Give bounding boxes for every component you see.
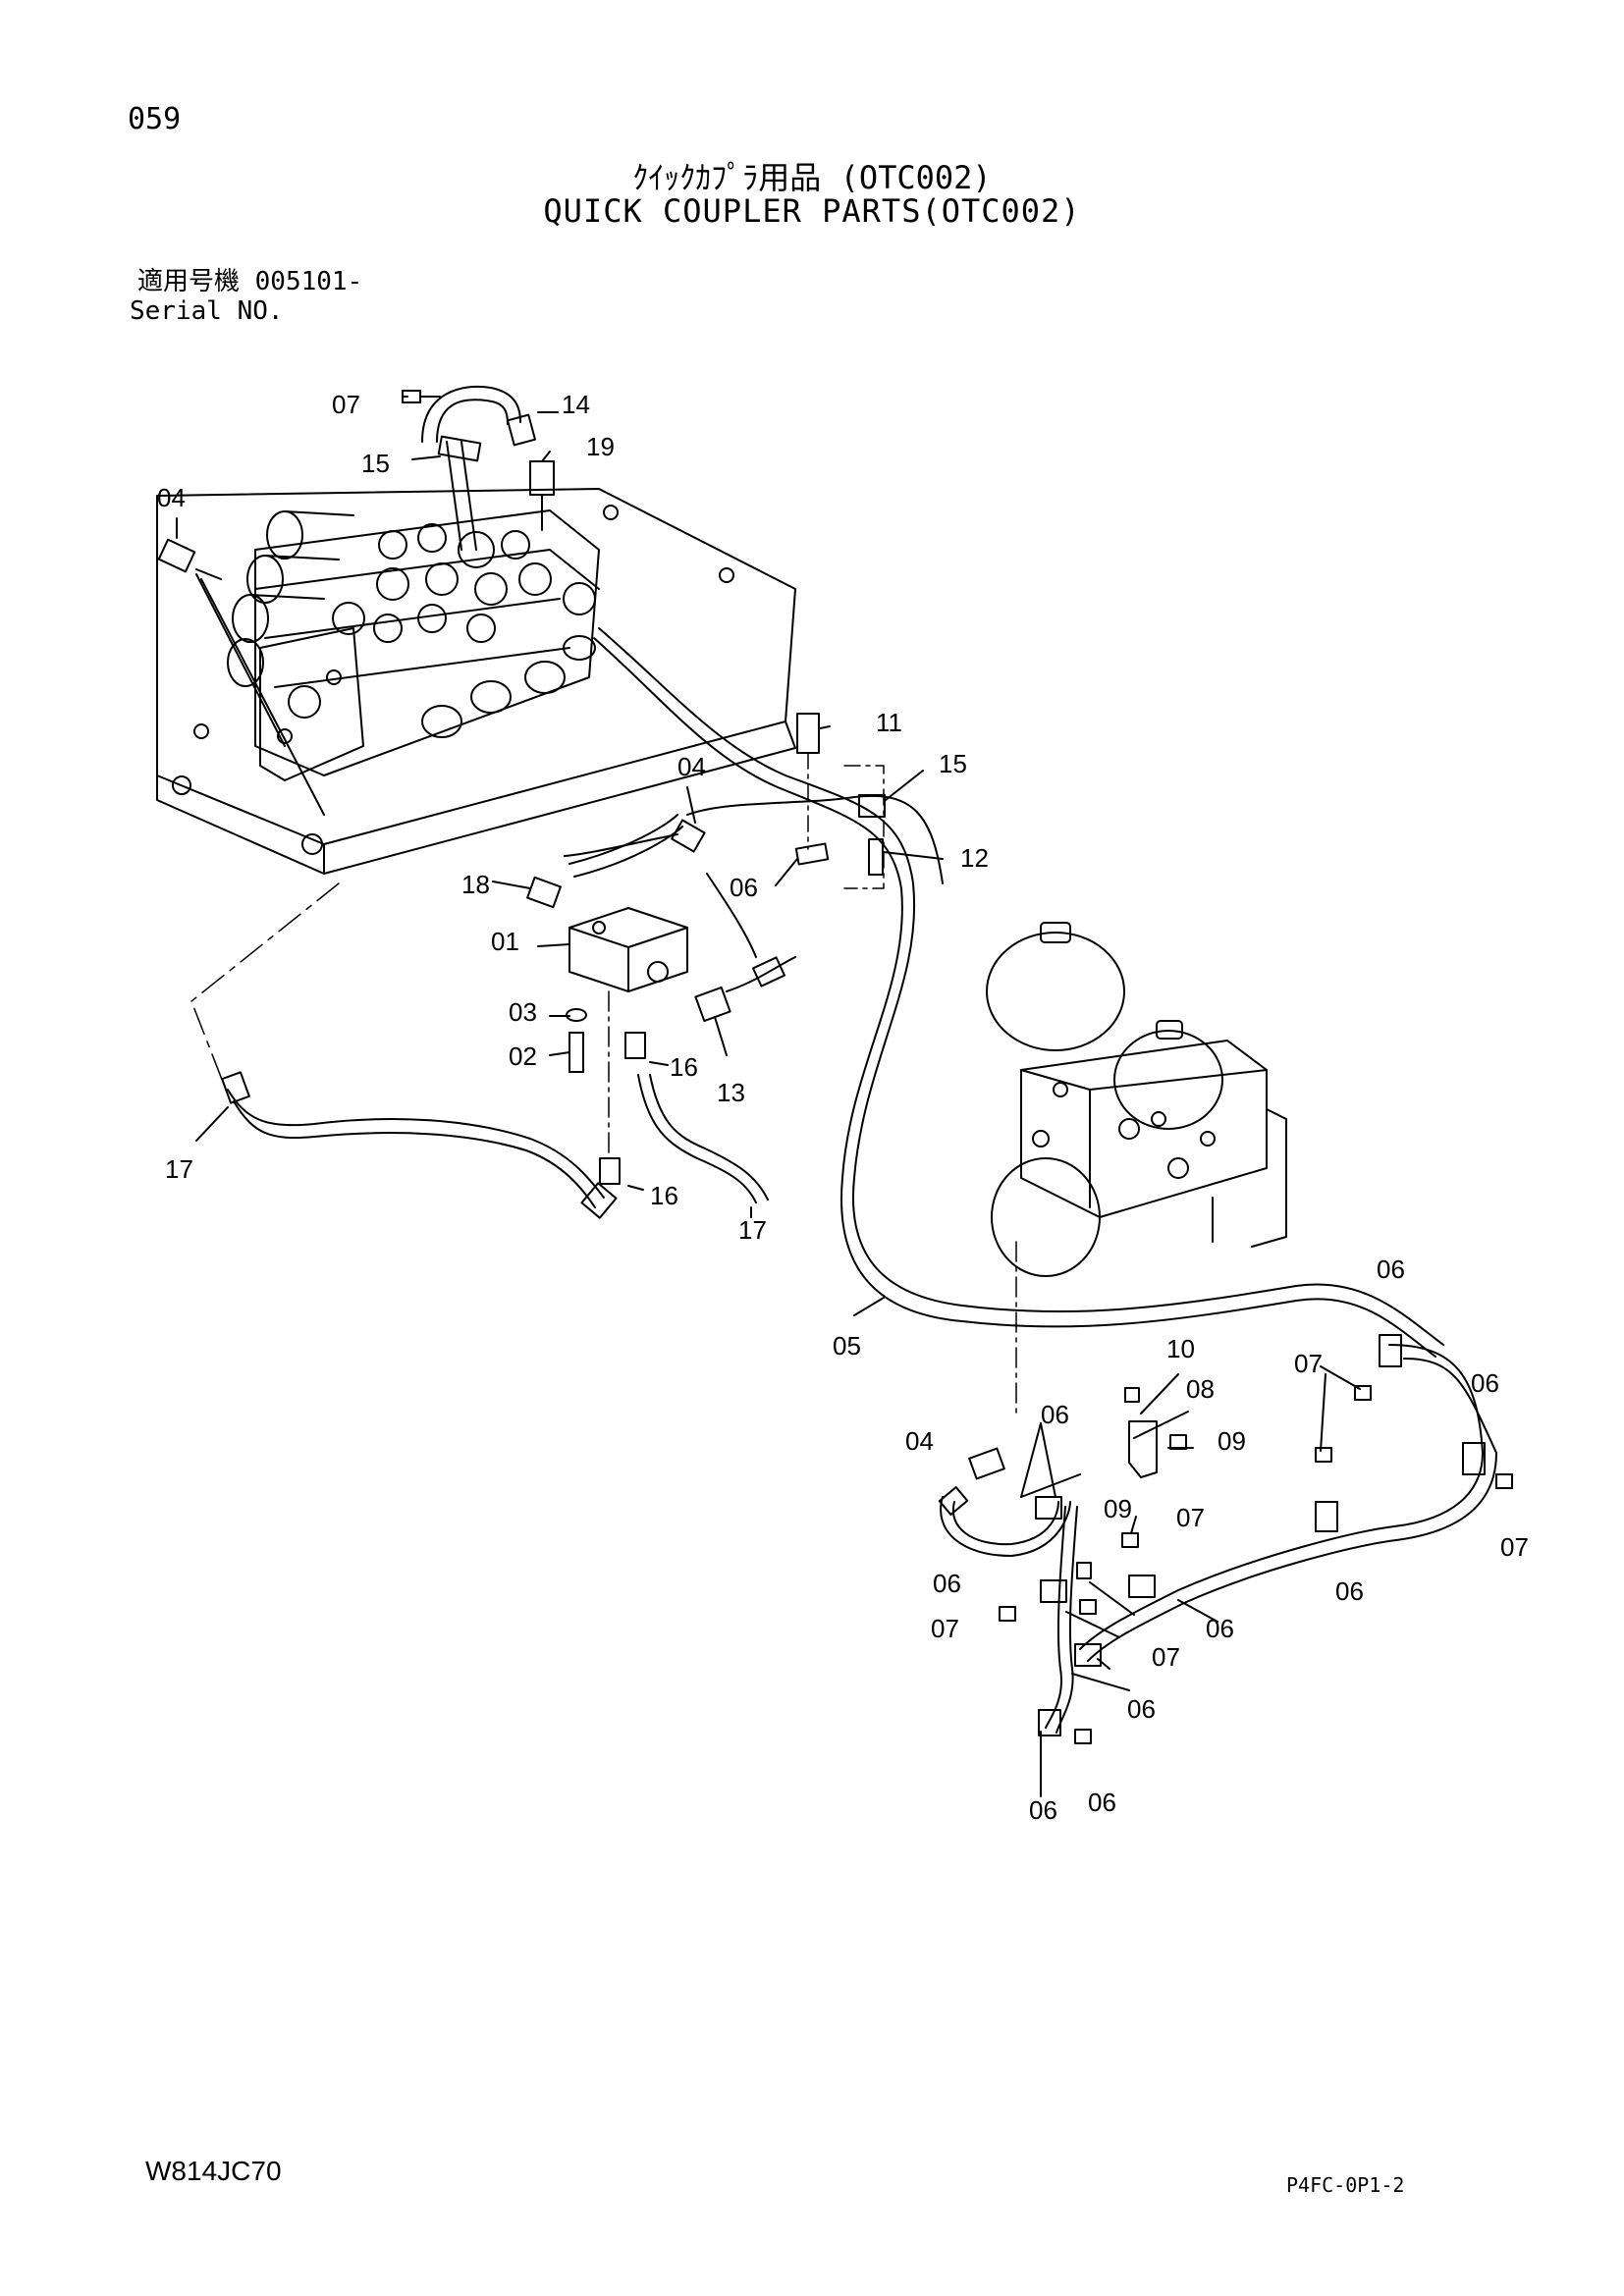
bracket-08 — [1128, 1420, 1158, 1478]
clamp-06-l1 — [1035, 1496, 1062, 1520]
bolt-09-left — [1076, 1562, 1092, 1579]
bolt-07-r1 — [1354, 1385, 1372, 1401]
fitting-16-upper — [624, 1032, 646, 1059]
bolt-12 — [868, 838, 884, 876]
clamp-06-l4 — [1074, 1643, 1102, 1667]
callout-03: 03 — [509, 997, 537, 1027]
callout-07: 07 — [1176, 1503, 1205, 1532]
callout-15: 15 — [361, 449, 390, 478]
callout-06: 06 — [1335, 1576, 1364, 1606]
callout-16: 16 — [650, 1181, 678, 1210]
accumulator-manifold — [986, 922, 1287, 1277]
callout-01: 01 — [491, 927, 519, 956]
elbow-13 — [694, 986, 731, 1023]
hose-17-right — [637, 1074, 757, 1203]
spacer-11 — [796, 713, 820, 754]
callout-13: 13 — [717, 1078, 745, 1107]
serial-label-japanese: 適用号機 005101- — [137, 267, 363, 296]
callout-labels: 07 14 15 19 04 11 04 15 12 06 18 01 03 0… — [157, 390, 1529, 1825]
callout-08: 08 — [1186, 1374, 1215, 1404]
callout-06: 06 — [1127, 1694, 1156, 1724]
valve-body — [254, 509, 600, 776]
callout-07: 07 — [1500, 1532, 1529, 1562]
callout-14: 14 — [562, 390, 590, 419]
callout-17: 17 — [738, 1215, 767, 1245]
callout-10: 10 — [1166, 1334, 1195, 1363]
callout-04: 04 — [677, 752, 706, 781]
control-valve-assembly — [156, 488, 796, 875]
callout-05: 05 — [833, 1331, 861, 1361]
clamp-06-upper — [794, 842, 830, 866]
hose-05 — [598, 627, 1444, 1346]
callout-07: 07 — [1152, 1642, 1180, 1672]
callout-17: 17 — [165, 1154, 193, 1184]
callout-19: 19 — [586, 432, 615, 461]
page-number: 059 — [128, 102, 182, 136]
callout-04: 04 — [905, 1426, 934, 1456]
hose-04-mid — [568, 814, 678, 865]
callout-06: 06 — [1377, 1255, 1405, 1284]
hose-top-loop — [421, 385, 521, 443]
clamp-06-r1 — [1379, 1334, 1402, 1367]
fitting-17-right-end — [580, 1182, 618, 1219]
callout-16: 16 — [670, 1052, 698, 1082]
callout-02: 02 — [509, 1041, 537, 1071]
fitting-16-lower — [599, 1157, 621, 1185]
callout-04: 04 — [157, 483, 186, 512]
callout-07: 07 — [332, 390, 360, 419]
fitting-14 — [507, 413, 536, 447]
bolt-09-right — [1169, 1434, 1187, 1450]
bolt-07-r2 — [1315, 1447, 1332, 1463]
callout-06: 06 — [1041, 1400, 1069, 1429]
bolt-07-m2 — [1079, 1599, 1097, 1615]
bolt-07-m3 — [999, 1606, 1016, 1622]
title-japanese: ｸｲｯｸｶﾌﾟﾗ用品 (OTC002) — [632, 159, 992, 196]
callout-11: 11 — [876, 708, 902, 737]
elbow-18 — [526, 876, 562, 909]
sheet-code: P4FC-0P1-2 — [1286, 2173, 1405, 2197]
clamp-06-r3 — [1315, 1501, 1338, 1532]
document-code: W814JC70 — [145, 2156, 282, 2186]
valve-end-cover — [259, 627, 364, 781]
callout-06: 06 — [730, 873, 758, 902]
lower-hose-assembly — [938, 1334, 1513, 1744]
fitting-13-hose-end — [751, 956, 786, 988]
clamp-06-r2 — [1462, 1442, 1486, 1475]
bolt-07-m4 — [1074, 1729, 1092, 1744]
callout-06: 06 — [1471, 1368, 1499, 1398]
callout-12: 12 — [960, 843, 989, 873]
bolt-02 — [568, 1032, 584, 1073]
fitting-04-upper — [157, 538, 222, 580]
hose-17-left — [227, 1089, 605, 1199]
callout-18: 18 — [461, 870, 490, 899]
serial-label-english: Serial NO. — [130, 296, 284, 326]
clamp-06-l2 — [1040, 1579, 1067, 1603]
bolt-07-r3 — [1495, 1473, 1513, 1489]
clamp-06-l3 — [1128, 1575, 1156, 1598]
fitting-04-middle — [671, 819, 706, 853]
callout-07: 07 — [1294, 1349, 1323, 1378]
callout-06: 06 — [933, 1569, 961, 1598]
callout-09: 09 — [1104, 1494, 1132, 1523]
callout-07: 07 — [931, 1614, 959, 1643]
clamp-06-l5 — [1038, 1709, 1061, 1736]
fitting-04-lower — [968, 1447, 1005, 1480]
callout-06: 06 — [1029, 1795, 1057, 1825]
mounting-plate — [156, 488, 796, 845]
fitting-17-left-end — [221, 1071, 250, 1104]
callout-07: 06 — [1088, 1788, 1116, 1817]
callout-09: 09 — [1218, 1426, 1246, 1456]
callout-15: 15 — [939, 749, 967, 778]
nut-10 — [1124, 1387, 1140, 1403]
bolt-07-m1 — [1121, 1532, 1139, 1548]
clamp-15-mid — [858, 794, 886, 818]
clamp-15-top — [437, 435, 482, 462]
callout-06: 06 — [1206, 1614, 1234, 1643]
block-01 — [568, 907, 688, 992]
title-english: QUICK COUPLER PARTS(OTC002) — [543, 192, 1081, 230]
